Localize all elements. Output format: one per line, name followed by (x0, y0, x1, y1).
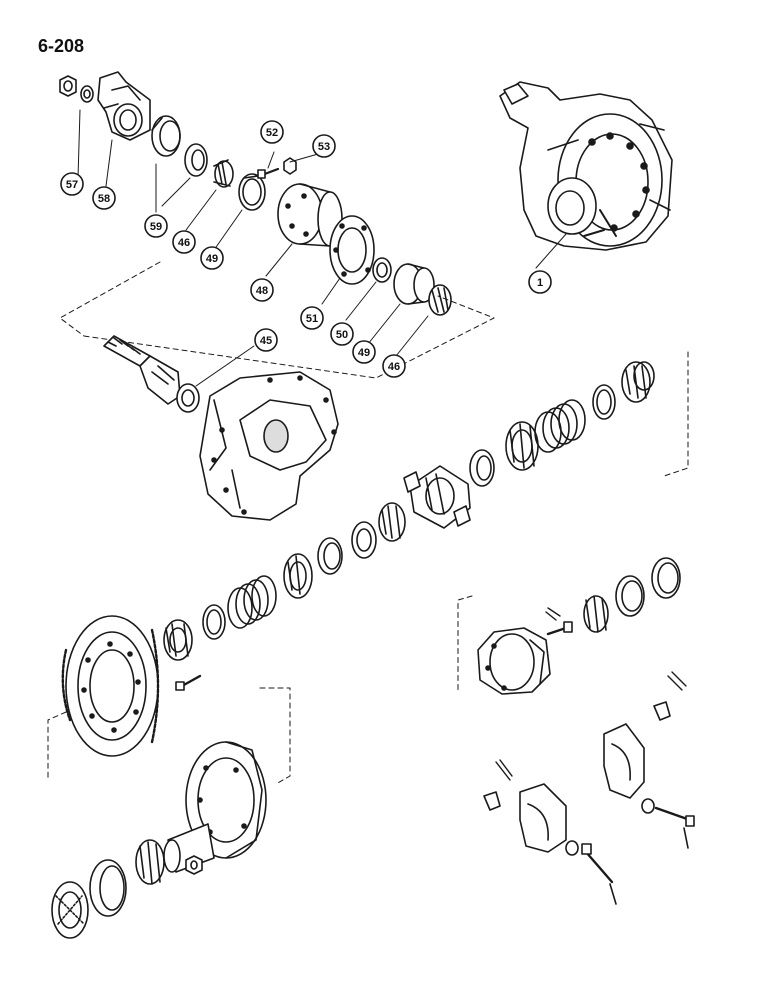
cap-lock-left (483, 791, 501, 811)
side-gear-right (621, 361, 655, 403)
svg-text:46: 46 (388, 361, 400, 373)
svg-text:53: 53 (318, 141, 330, 153)
callout-59: 59 (144, 214, 168, 238)
case-group-bracket (457, 595, 473, 691)
svg-text:52: 52 (266, 127, 278, 139)
side-gear-group-bracket (663, 351, 689, 477)
case-bearing-cone (583, 595, 609, 633)
callout-46-bottom: 46 (382, 354, 406, 378)
bearing-cap-right (603, 723, 645, 799)
flange-bearing-cup (89, 859, 127, 917)
svg-text:51: 51 (306, 313, 318, 325)
svg-text:49: 49 (358, 347, 370, 359)
svg-text:45: 45 (260, 335, 272, 347)
flange-nut (185, 855, 203, 875)
clutch-plate-left (283, 553, 313, 599)
cap-bolt-right (654, 806, 695, 849)
thrust-washer-left (202, 604, 226, 640)
callout-46-top: 46 (172, 230, 196, 254)
svg-text:58: 58 (98, 193, 110, 205)
snap-ring-left (317, 537, 343, 575)
bearing-cone-46b (428, 284, 452, 316)
svg-text:48: 48 (256, 285, 268, 297)
callout-49-bottom: 49 (352, 340, 376, 364)
bolt-52 (257, 167, 280, 179)
thrust-washer-far-right (592, 384, 616, 420)
callout-48: 48 (250, 278, 274, 302)
callout-50: 50 (330, 322, 354, 346)
svg-text:49: 49 (206, 253, 218, 265)
differential-carrier-housing (199, 371, 339, 521)
callout-53: 53 (312, 134, 336, 158)
spacer-50 (372, 257, 392, 283)
drive-pinion-45 (103, 335, 181, 405)
case-bearing-cup-1 (615, 575, 645, 617)
nut-53 (283, 157, 297, 175)
spider-cross (403, 465, 471, 529)
spring-left (227, 575, 277, 629)
thrust-washer-center (351, 521, 377, 559)
washer-57 (80, 85, 94, 103)
flange-group-bracket (47, 687, 291, 785)
bearing-cup-49a (238, 173, 266, 211)
cotter-pin-upper (545, 607, 561, 621)
svg-text:1: 1 (537, 277, 543, 289)
svg-text:57: 57 (66, 179, 78, 191)
bearing-cup-49b (393, 263, 435, 305)
differential-assembly-1 (499, 81, 673, 251)
seal-59 (151, 115, 181, 157)
side-gear-left (163, 619, 193, 661)
flange-bearing-cone (135, 839, 165, 885)
svg-text:46: 46 (178, 237, 190, 249)
companion-flange (163, 741, 267, 873)
cap-washer-left (565, 840, 579, 856)
cap-washer-right (641, 798, 655, 814)
spring-right (534, 399, 586, 453)
callout-1: 1 (528, 270, 552, 294)
ring-gear-bolt (175, 674, 202, 691)
cotter-pin-left (495, 759, 513, 781)
yoke-58 (97, 71, 151, 141)
differential-case (477, 627, 551, 695)
callout-52: 52 (260, 120, 284, 144)
case-bolt (546, 621, 573, 636)
callout-45: 45 (254, 328, 278, 352)
cotter-pin-right (667, 671, 687, 691)
case-bearing-cup-2 (651, 557, 681, 599)
ring-gear (61, 615, 160, 757)
callout-49-top: 49 (200, 246, 224, 270)
bearing-cone-46a (213, 159, 234, 188)
pinion-bearing-45 (176, 383, 200, 413)
leader-lines (77, 109, 567, 387)
callout-58: 58 (92, 186, 116, 210)
svg-text:59: 59 (150, 221, 162, 233)
pinion-group-bracket (59, 261, 495, 379)
pinion-gear-center (378, 502, 406, 542)
cap-lock-right (653, 701, 671, 721)
flange-seal (51, 881, 89, 939)
clutch-plate-right (505, 421, 539, 471)
shim-51 (329, 215, 375, 285)
cap-bolt-left (581, 843, 617, 905)
bearing-cap-left (519, 783, 567, 853)
svg-text:50: 50 (336, 329, 348, 341)
page-number: 6-208 (38, 36, 85, 56)
seal-59b (184, 143, 208, 177)
thrust-washer-right (469, 449, 495, 487)
callout-57: 57 (60, 172, 84, 196)
callout-51: 51 (300, 306, 324, 330)
nut-57 (59, 75, 77, 97)
